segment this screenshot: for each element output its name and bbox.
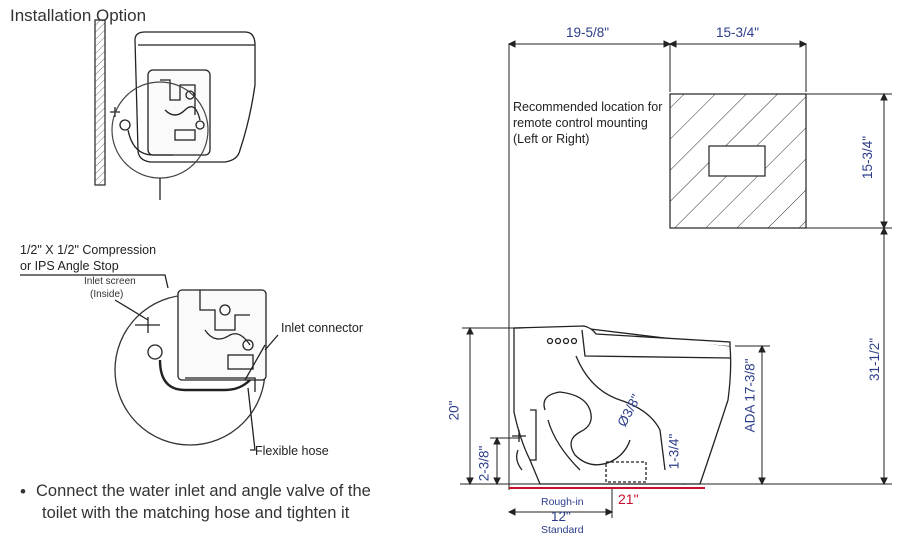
dim-ada-height: ADA 17-3/8": [742, 358, 758, 433]
dim-rough-in: 12": [551, 509, 571, 524]
dim-toilet-height: 20": [446, 400, 462, 421]
dim-remote-width: 15-3/4": [716, 25, 760, 40]
angle-stop-label-2: or IPS Angle Stop: [20, 259, 119, 273]
dim-remote-elevation: 31-1/2": [867, 337, 883, 382]
remote-note-line-1: Recommended location for: [513, 100, 663, 114]
dim-inlet-height: 2-3/8": [476, 445, 492, 482]
instruction-line-2: toilet with the matching hose and tighte…: [42, 504, 350, 522]
instruction-line-1: Connect the water inlet and angle valve …: [36, 482, 371, 500]
dim-remote-height: 15-3/4": [860, 135, 876, 180]
remote-mount-area: [669, 93, 807, 229]
inlet-screen-label: Inlet screen: [84, 276, 136, 287]
rough-in-standard-label: Standard: [541, 524, 584, 536]
zoomed-connection-detail: [20, 274, 279, 451]
toilet-profile: [512, 325, 732, 485]
angle-stop-label: 1/2" X 1/2" Compression: [20, 243, 157, 257]
bullet-icon: •: [20, 482, 26, 501]
flexible-hose-label: Flexible hose: [255, 444, 329, 458]
dim-length: 21": [618, 491, 639, 507]
page-title: Installation Option: [10, 6, 147, 25]
remote-note-line-3: (Left or Right): [513, 132, 590, 146]
upper-install-view: [94, 19, 256, 200]
inlet-screen-sublabel: (Inside): [90, 289, 124, 300]
remote-note-line-2: remote control mounting: [513, 116, 648, 130]
dim-outlet-height: 1-3/4": [666, 433, 682, 470]
dim-remote-offset: 19-5/8": [566, 25, 610, 40]
rough-in-label: Rough-in: [541, 496, 584, 508]
inlet-connector-label: Inlet connector: [281, 321, 363, 335]
